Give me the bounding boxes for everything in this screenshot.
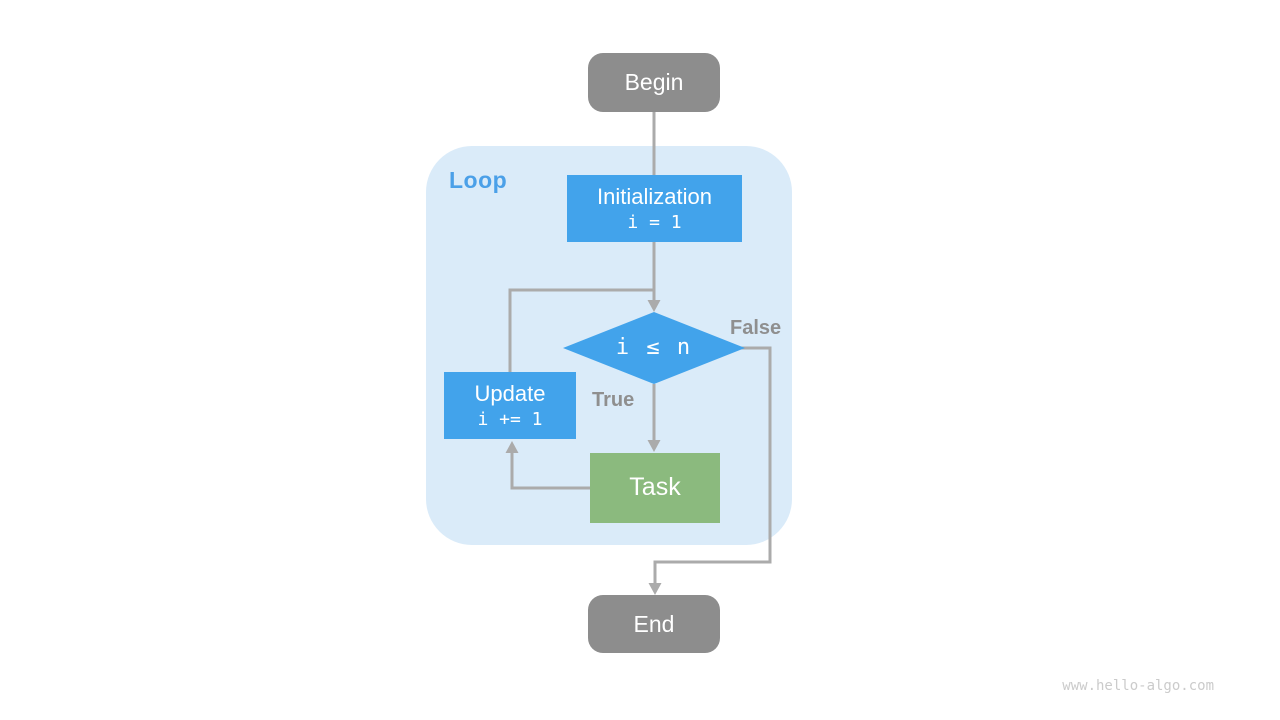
node-initialization: Initialization i = 1 <box>567 175 742 242</box>
node-task: Task <box>590 453 720 523</box>
edge-update-to-condition <box>508 288 654 372</box>
node-initialization-title: Initialization <box>597 183 712 209</box>
node-update-code: i += 1 <box>477 409 543 430</box>
node-end-label: End <box>633 610 675 637</box>
node-begin-label: Begin <box>624 69 684 96</box>
edge-condition-false-to-end <box>653 346 772 584</box>
edge-task-to-update <box>510 452 590 490</box>
edge-label-true: True <box>592 389 635 411</box>
arrowhead-into-task <box>647 440 661 452</box>
node-initialization-code: i = 1 <box>627 212 682 233</box>
arrowhead-into-condition <box>647 300 661 312</box>
node-end: End <box>588 595 720 653</box>
arrowhead-into-end <box>648 583 662 595</box>
node-task-label: Task <box>629 473 681 502</box>
arrowhead-into-update <box>505 441 519 453</box>
node-begin: Begin <box>588 53 720 112</box>
node-update: Update i += 1 <box>444 372 576 439</box>
watermark: www.hello-algo.com <box>1062 678 1214 694</box>
node-update-title: Update <box>474 380 546 406</box>
node-condition-code: i ≤ n <box>615 335 693 361</box>
edge-label-false: False <box>730 317 782 339</box>
loop-group-label: Loop <box>449 167 508 193</box>
